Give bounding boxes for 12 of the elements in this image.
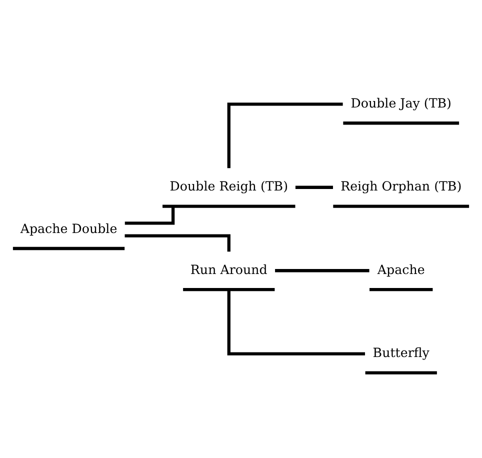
connector (275, 269, 370, 272)
connector (227, 102, 343, 168)
connector (124, 206, 175, 225)
connector (227, 290, 366, 356)
connector (295, 186, 333, 189)
node-text: Apache (377, 262, 425, 277)
node-text: Run Around (190, 262, 268, 277)
node-text: Apache Double (20, 220, 118, 236)
node-text: Double Reigh (TB) (170, 178, 288, 194)
node-text: Double Jay (TB) (350, 95, 452, 110)
node-text: Reigh Orphan (TB) (340, 178, 462, 194)
node-text: Butterfly (372, 345, 430, 360)
